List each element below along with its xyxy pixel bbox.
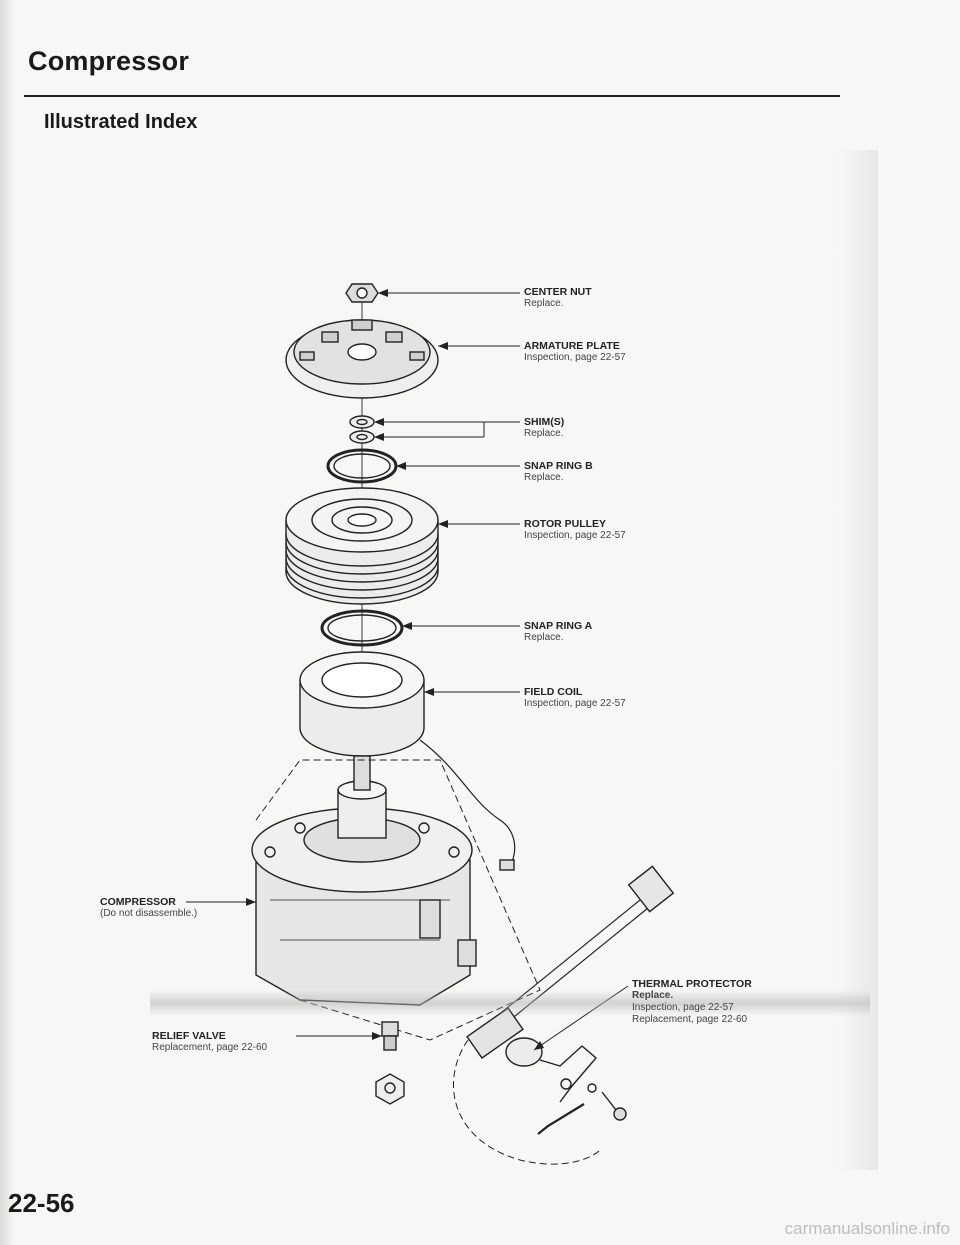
page-number: 22-56 — [8, 1188, 75, 1218]
field-coil-part — [299, 651, 516, 871]
page-title: Compressor — [28, 46, 190, 76]
page-edge-shadow — [0, 0, 14, 1245]
center-nut-part — [345, 283, 379, 303]
label-field-coil: FIELD COIL Inspection, page 22-57 — [524, 686, 626, 709]
rotor-pulley-part — [285, 487, 439, 605]
snap-ring-a-part — [320, 609, 404, 647]
compressor-body-part — [251, 755, 541, 1041]
label-thermal-protector: THERMAL PROTECTOR Replace. Inspection, p… — [632, 978, 752, 1025]
label-rotor-pulley: ROTOR PULLEY Inspection, page 22-57 — [524, 518, 626, 541]
thermal-protector-part — [453, 865, 675, 1165]
label-shims: SHIM(S) Replace. — [524, 416, 565, 439]
relief-valve-part — [375, 1021, 405, 1105]
label-compressor: COMPRESSOR (Do not disassemble.) — [100, 896, 198, 919]
label-armature-plate: ARMATURE PLATE Inspection, page 22-57 — [524, 340, 626, 363]
leader-lines — [186, 292, 629, 1051]
scan-glare — [150, 990, 870, 1016]
label-snap-ring-a: SNAP RING A Replace. — [524, 620, 593, 643]
armature-plate-part — [285, 319, 439, 399]
leader-arrowheads — [246, 289, 544, 1050]
shims-part — [349, 415, 375, 444]
label-relief-valve: RELIEF VALVE Replacement, page 22-60 — [152, 1030, 268, 1053]
section-title: Illustrated Index — [44, 111, 198, 133]
title-divider — [24, 95, 840, 97]
label-snap-ring-b: SNAP RING B Replace. — [524, 460, 593, 483]
label-center-nut: CENTER NUT Replace. — [524, 286, 592, 309]
watermark: carmanualsonline.info — [784, 1219, 950, 1238]
